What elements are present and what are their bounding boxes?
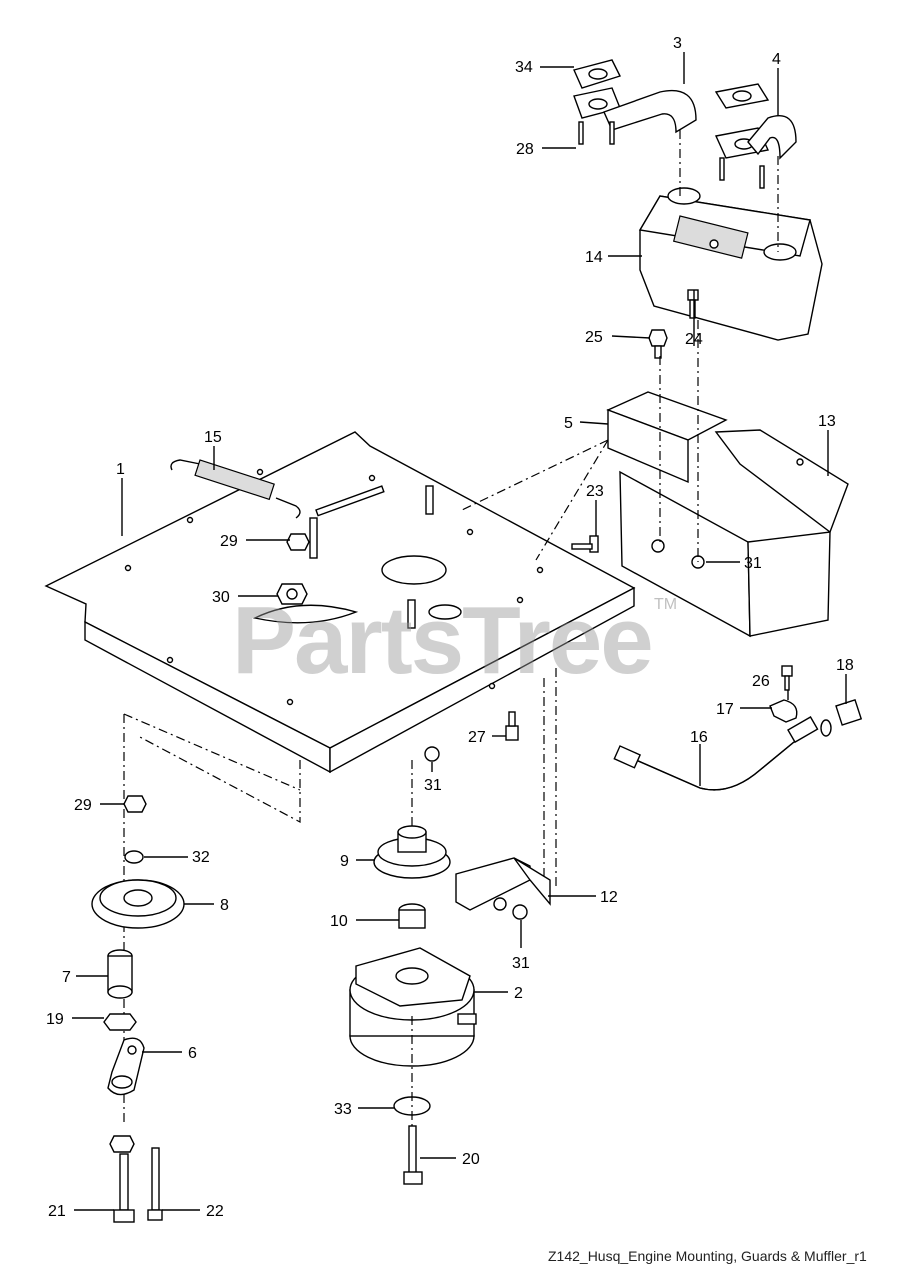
fuel-line [613, 716, 819, 791]
trademark-mark: TM [654, 596, 678, 613]
bolt-23 [571, 535, 599, 553]
bracket-12 [455, 857, 551, 920]
callout-7: 7 [62, 969, 71, 986]
bolt-25 [648, 329, 668, 359]
callout-1: 1 [116, 461, 125, 478]
muffler [638, 187, 823, 341]
bolt-26 [781, 665, 793, 691]
nut-31-plate [424, 746, 440, 762]
callout-34: 34 [515, 59, 533, 76]
callout-15: 15 [204, 429, 222, 446]
leader-lines [72, 52, 847, 1211]
fitting-18 [820, 698, 863, 737]
nut-31-guard-a [651, 539, 665, 553]
idler-arm-6 [107, 1037, 145, 1096]
callout-24: 24 [685, 331, 703, 348]
bolt-27 [505, 711, 519, 741]
clamp-17 [769, 699, 798, 723]
diagram-caption: Z142_Husq_Engine Mounting, Guards & Muff… [548, 1248, 867, 1264]
muffler-bracket [606, 391, 728, 484]
callout-5: 5 [564, 415, 573, 432]
callout-16: 16 [690, 729, 708, 746]
callout-20: 20 [462, 1151, 480, 1168]
bushing-lower [109, 1135, 135, 1153]
callout-12: 12 [600, 889, 618, 906]
callout-31-guard: 31 [744, 555, 762, 572]
callout-19: 19 [46, 1011, 64, 1028]
callout-33: 33 [334, 1101, 352, 1118]
callout-23: 23 [586, 483, 604, 500]
pulley-9 [373, 825, 451, 879]
callout-10: 10 [330, 913, 348, 930]
engine-mounting-plate [44, 431, 636, 774]
callout-labels: 3 4 34 28 14 25 24 5 13 15 1 23 29 31 30… [46, 35, 854, 1220]
callout-29-top: 29 [220, 533, 238, 550]
muffler-guard [619, 429, 849, 638]
callout-6: 6 [188, 1045, 197, 1062]
callout-4: 4 [772, 51, 781, 68]
spacer-10 [398, 903, 426, 929]
pto-clutch-2 [349, 947, 477, 1067]
callout-27: 27 [468, 729, 486, 746]
callout-14: 14 [585, 249, 603, 266]
bolt-20 [403, 1125, 423, 1185]
callout-8: 8 [220, 897, 229, 914]
nut-29-top [286, 533, 310, 551]
callout-28: 28 [516, 141, 534, 158]
callout-13: 13 [818, 413, 836, 430]
exhaust-pipe-4 [714, 83, 797, 160]
callout-32: 32 [192, 849, 210, 866]
nut-30 [276, 583, 308, 605]
exhaust-pipe-3 [573, 59, 697, 134]
spacer-7 [107, 949, 133, 999]
callout-3: 3 [673, 35, 682, 52]
callout-25: 25 [585, 329, 603, 346]
callout-31-bracket: 31 [512, 955, 530, 972]
bushing-19 [103, 1013, 137, 1031]
bolt-22 [147, 1147, 163, 1221]
callout-18: 18 [836, 657, 854, 674]
callout-2: 2 [514, 985, 523, 1002]
idler-pulley-8 [91, 879, 185, 929]
bolts-28 [578, 121, 765, 189]
callout-26: 26 [752, 673, 770, 690]
nut-29-idler [123, 795, 147, 813]
callout-9: 9 [340, 853, 349, 870]
callout-29-idler: 29 [74, 797, 92, 814]
bolt-24 [687, 289, 699, 319]
callout-30: 30 [212, 589, 230, 606]
callout-17: 17 [716, 701, 734, 718]
callout-21: 21 [48, 1203, 66, 1220]
callout-31-plate: 31 [424, 777, 442, 794]
bolt-21 [113, 1153, 135, 1223]
tension-spring [170, 459, 301, 519]
partstree-watermark: PartsTree [232, 587, 654, 694]
washer-32 [124, 850, 144, 864]
callout-22: 22 [206, 1203, 224, 1220]
